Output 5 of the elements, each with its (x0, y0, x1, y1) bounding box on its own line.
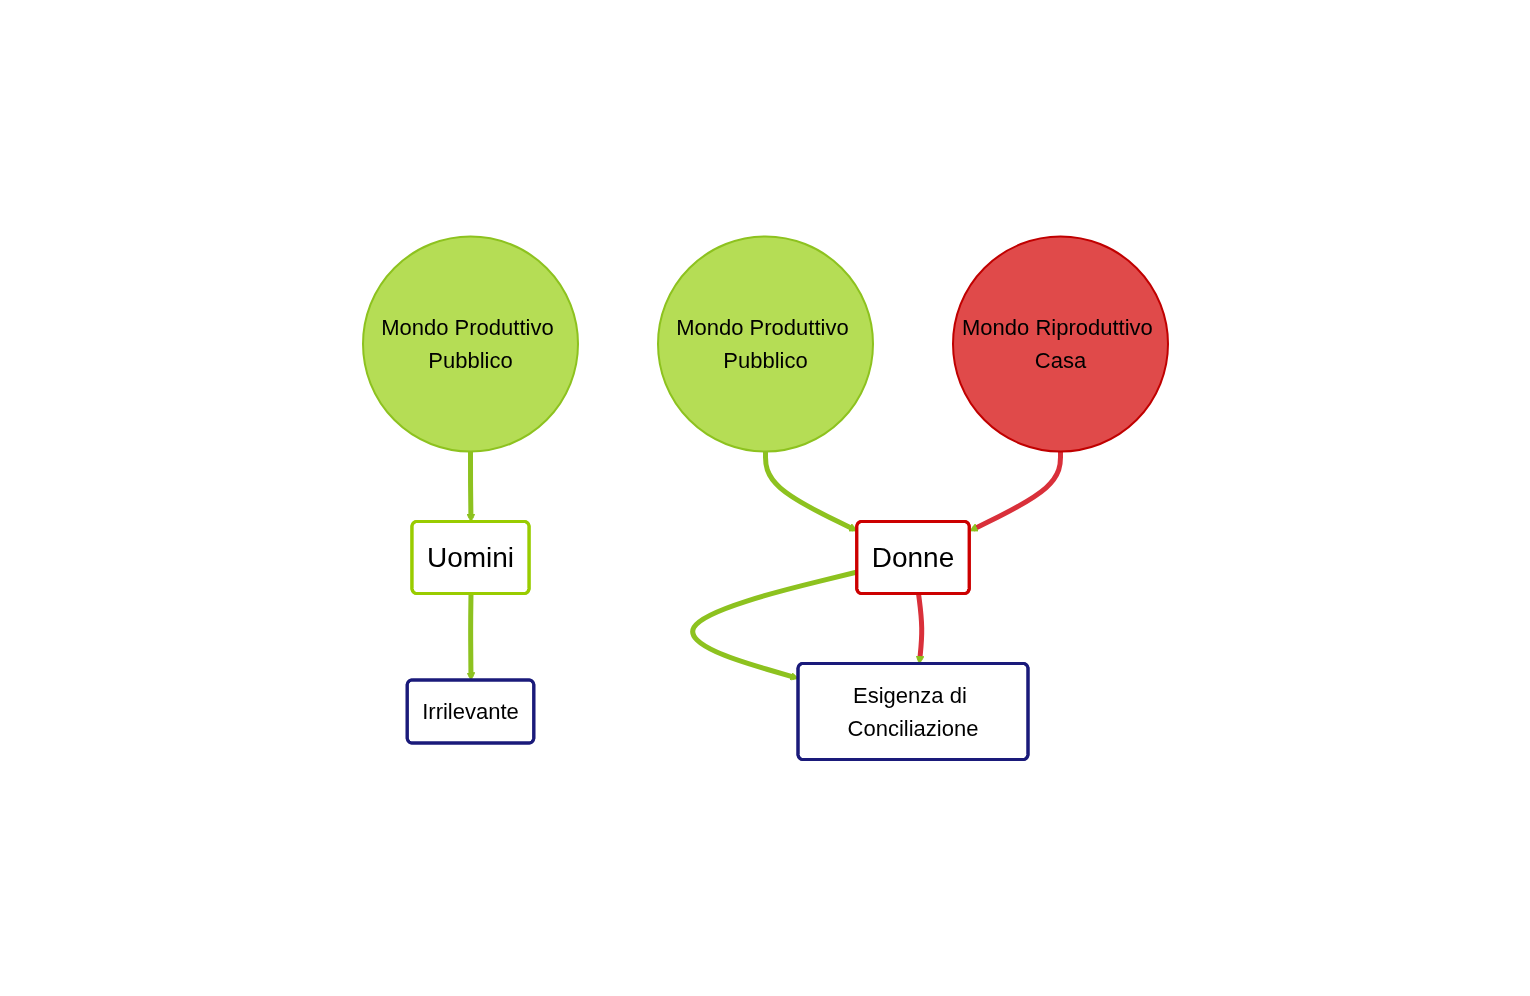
arrow (968, 451, 1063, 532)
node-circle: Mondo Riproduttivo Casa (951, 235, 1169, 453)
node-circle: Mondo Produttivo Pubblico (361, 235, 579, 453)
node-circle: Mondo Produttivo Pubblico (656, 235, 874, 453)
arrow (466, 593, 475, 681)
